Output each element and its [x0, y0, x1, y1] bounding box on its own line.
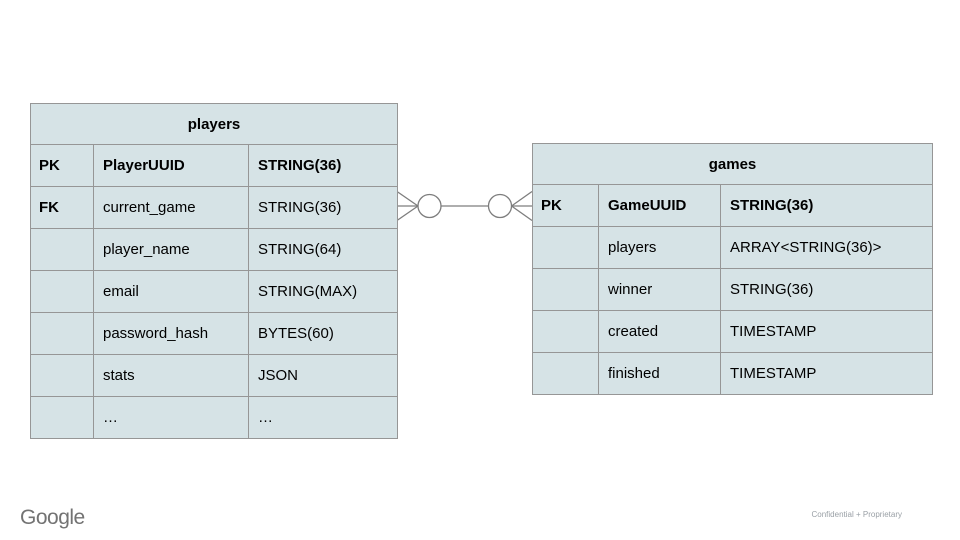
column-name-cell: player_name: [93, 228, 249, 271]
table-row: created TIMESTAMP: [532, 310, 934, 353]
key-cell: FK: [30, 186, 94, 229]
column-type-cell: ARRAY<STRING(36)>: [719, 226, 934, 269]
column-type-cell: STRING(36): [719, 268, 934, 311]
table-title-row: players: [29, 103, 399, 145]
players-table-title: players: [29, 103, 399, 145]
key-cell: [532, 268, 599, 311]
column-type-cell: STRING(MAX): [247, 270, 399, 313]
table-row: email STRING(MAX): [30, 270, 399, 313]
games-table: games PK GameUUID STRING(36) players ARR…: [531, 143, 934, 395]
table-row: finished TIMESTAMP: [532, 352, 934, 395]
column-name-cell: GameUUID: [598, 184, 721, 227]
key-cell: PK: [30, 144, 94, 187]
column-name-cell: created: [598, 310, 721, 353]
column-name-cell: winner: [598, 268, 721, 311]
table-title-row: games: [531, 143, 934, 185]
key-cell: [30, 312, 94, 355]
table-row: … …: [30, 396, 399, 439]
table-row: stats JSON: [30, 354, 399, 397]
table-row: PK PlayerUUID STRING(36): [30, 144, 399, 187]
key-cell: [30, 354, 94, 397]
confidential-note: Confidential + Proprietary: [811, 510, 903, 519]
column-type-cell: BYTES(60): [247, 312, 399, 355]
google-logo: Google: [20, 506, 85, 529]
key-cell: [30, 228, 94, 271]
column-name-cell: finished: [598, 352, 721, 395]
key-cell: [30, 270, 94, 313]
column-name-cell: stats: [93, 354, 249, 397]
key-cell: [532, 352, 599, 395]
column-type-cell: TIMESTAMP: [719, 352, 934, 395]
column-name-cell: players: [598, 226, 721, 269]
key-cell: [30, 396, 94, 439]
column-type-cell: …: [247, 396, 399, 439]
table-row: players ARRAY<STRING(36)>: [532, 226, 934, 269]
zero-or-many-left-icon: [396, 190, 442, 222]
column-name-cell: PlayerUUID: [93, 144, 249, 187]
table-row: player_name STRING(64): [30, 228, 399, 271]
table-row: FK current_game STRING(36): [30, 186, 399, 229]
column-type-cell: STRING(36): [247, 144, 399, 187]
column-name-cell: current_game: [93, 186, 249, 229]
column-type-cell: STRING(36): [719, 184, 934, 227]
column-type-cell: STRING(64): [247, 228, 399, 271]
column-name-cell: …: [93, 396, 249, 439]
column-name-cell: email: [93, 270, 249, 313]
table-row: winner STRING(36): [532, 268, 934, 311]
column-type-cell: STRING(36): [247, 186, 399, 229]
column-type-cell: TIMESTAMP: [719, 310, 934, 353]
games-table-title: games: [531, 143, 934, 185]
table-row: PK GameUUID STRING(36): [532, 184, 934, 227]
key-cell: [532, 310, 599, 353]
key-cell: [532, 226, 599, 269]
column-name-cell: password_hash: [93, 312, 249, 355]
table-row: password_hash BYTES(60): [30, 312, 399, 355]
column-type-cell: JSON: [247, 354, 399, 397]
zero-or-many-right-icon: [487, 190, 533, 222]
key-cell: PK: [532, 184, 599, 227]
players-table: players PK PlayerUUID STRING(36) FK curr…: [29, 103, 399, 439]
